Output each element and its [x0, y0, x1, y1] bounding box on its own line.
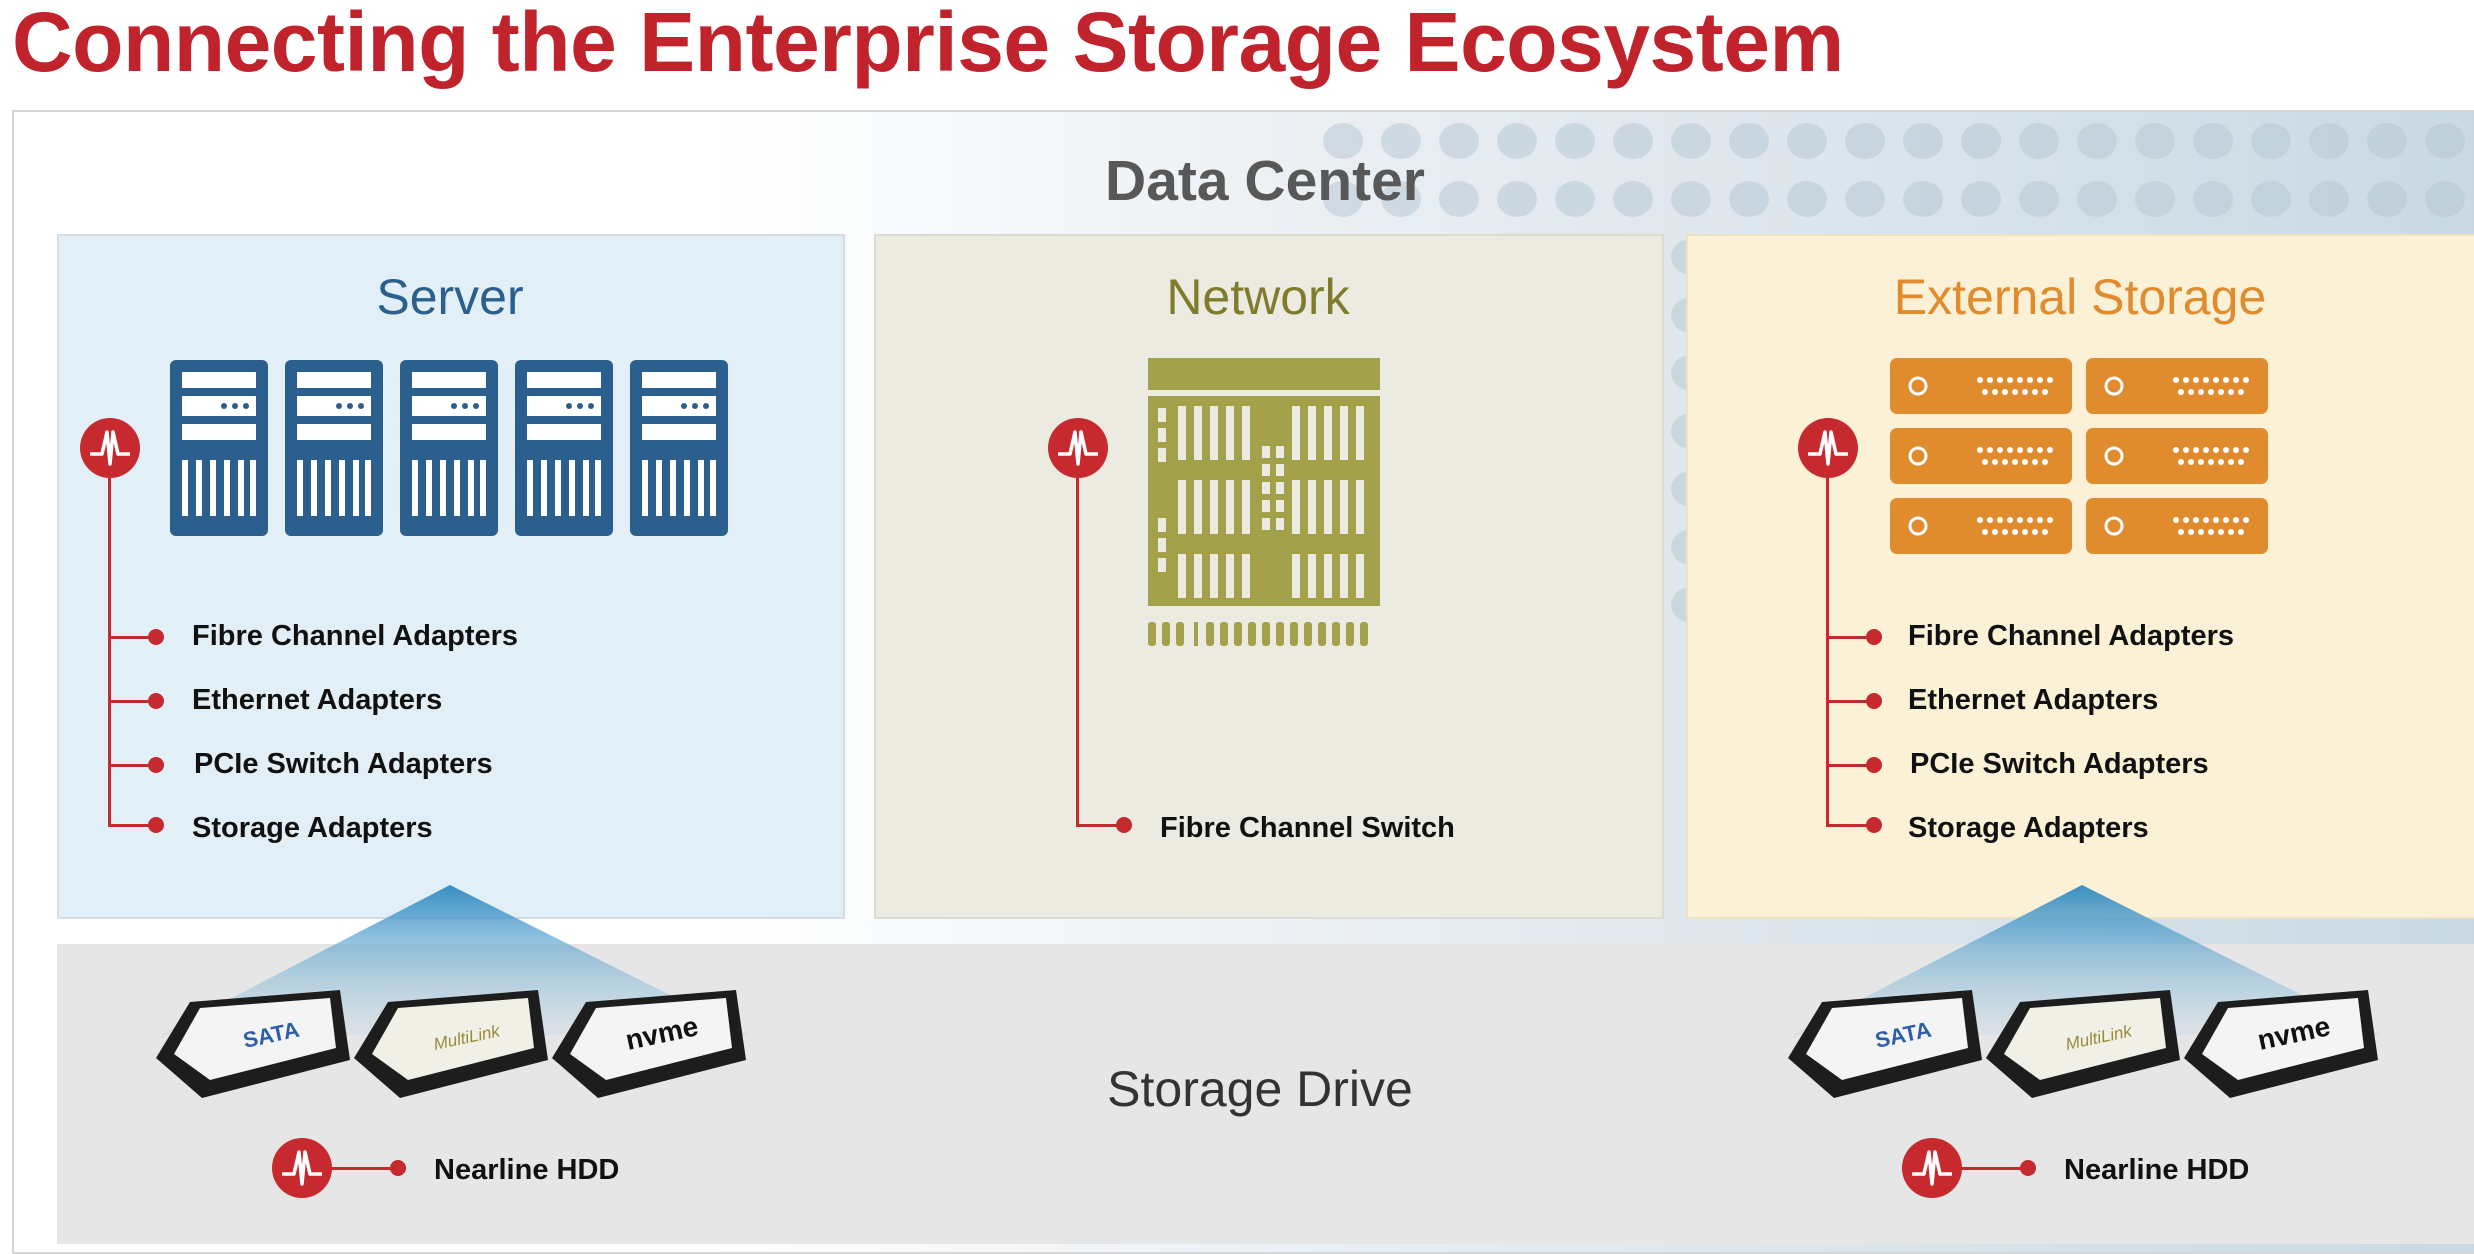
broadcom-logo-icon [1048, 418, 1108, 478]
connector-branch [330, 1167, 398, 1170]
bullet-dot [1116, 817, 1132, 833]
broadcom-logo-icon [80, 418, 140, 478]
broadcom-logo-icon [1902, 1138, 1962, 1198]
bullet-dot [1866, 693, 1882, 709]
connector-branch [1826, 636, 1874, 639]
nearline-hdd-label: Nearline HDD [434, 1154, 620, 1186]
page-title: Connecting the Enterprise Storage Ecosys… [12, 0, 1844, 89]
network-switch-icon [1148, 358, 1380, 646]
connector-branch [1826, 700, 1874, 703]
bullet-dot [148, 817, 164, 833]
server-item: Storage Adapters [192, 812, 433, 844]
bullet-dot [148, 629, 164, 645]
bullet-dot [2020, 1160, 2036, 1176]
server-item: Fibre Channel Adapters [192, 620, 519, 652]
ssd-drive-icon: SATA MultiLink nvme [1788, 990, 2378, 1098]
bullet-dot [1866, 817, 1882, 833]
server-tower-icon [170, 360, 728, 536]
bullet-dot [148, 693, 164, 709]
bullet-dot [390, 1160, 406, 1176]
network-title: Network [1166, 269, 1350, 325]
storage-drive-title: Storage Drive [1107, 1061, 1413, 1117]
network-connector-line [1076, 474, 1079, 826]
external-item: Storage Adapters [1908, 812, 2149, 844]
bullet-dot [1866, 629, 1882, 645]
ssd-drive-icon: SATA MultiLink nvme [156, 990, 746, 1098]
bullet-dot [148, 757, 164, 773]
connector-branch [108, 636, 156, 639]
connector-branch [1960, 1167, 2028, 1170]
server-item: PCIe Switch Adapters [194, 748, 493, 780]
bullet-dot [1866, 757, 1882, 773]
external-item: PCIe Switch Adapters [1910, 748, 2209, 780]
broadcom-logo-icon [272, 1138, 332, 1198]
server-item: Ethernet Adapters [192, 684, 443, 716]
broadcom-logo-icon [1798, 418, 1858, 478]
storage-array-icon [1890, 358, 2270, 556]
connector-branch [1076, 824, 1124, 827]
connector-branch [108, 824, 156, 827]
external-item: Fibre Channel Adapters [1908, 620, 2235, 652]
external-storage-title: External Storage [1893, 269, 2267, 325]
external-item: Ethernet Adapters [1908, 684, 2159, 716]
server-title: Server [376, 269, 524, 325]
connector-branch [1826, 824, 1874, 827]
external-connector-line [1826, 474, 1829, 826]
connector-branch [1826, 764, 1874, 767]
nearline-hdd-label: Nearline HDD [2064, 1154, 2250, 1186]
connector-branch [108, 764, 156, 767]
connector-branch [108, 700, 156, 703]
network-item: Fibre Channel Switch [1160, 812, 1455, 844]
data-center-title: Data Center [1105, 149, 1425, 213]
server-panel [57, 234, 845, 919]
server-connector-line [108, 474, 111, 826]
